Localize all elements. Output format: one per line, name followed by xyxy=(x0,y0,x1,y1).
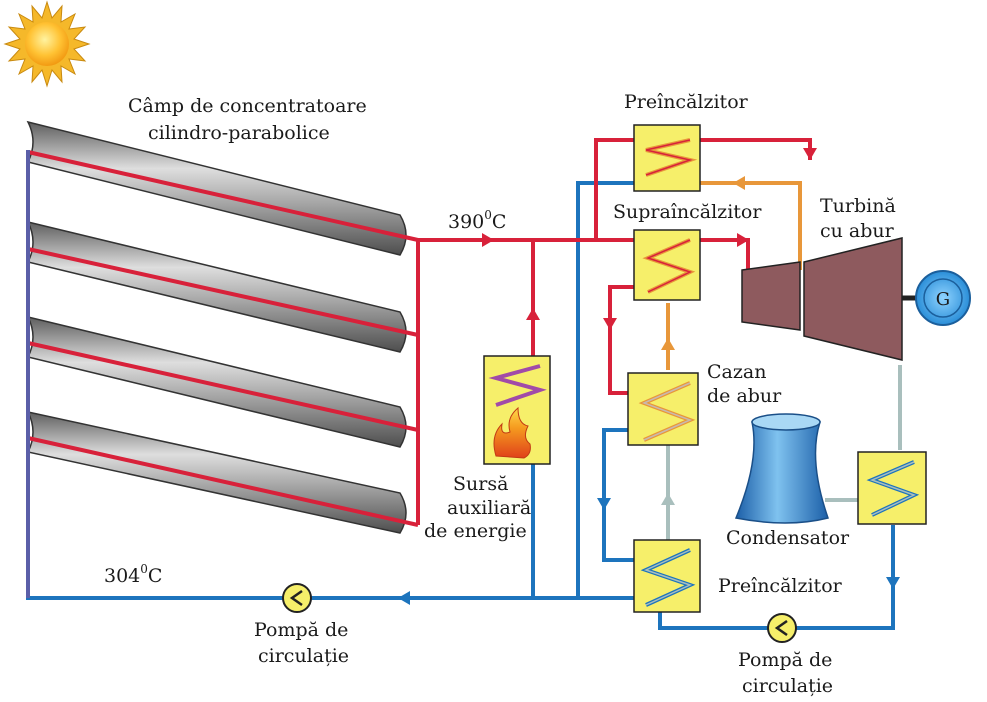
arrow-icon xyxy=(482,233,494,247)
pump-left-label-line1: Pompă de xyxy=(254,619,348,641)
boiler-label-line1: Cazan xyxy=(707,361,766,383)
temp-cold-label: 3040C xyxy=(104,562,162,587)
boiler-label-line2: de abur xyxy=(707,385,782,407)
aux-label-line2: auxiliară xyxy=(447,497,531,519)
field-label-line1: Câmp de concentratoare xyxy=(128,95,367,117)
superheater-label: Supraîncălzitor xyxy=(613,201,762,223)
turbine-label-line1: Turbină xyxy=(820,195,896,217)
arrow-icon xyxy=(661,493,675,505)
arrow-icon xyxy=(803,148,817,160)
hot-oil-loop xyxy=(416,138,750,525)
cooling-tower-icon xyxy=(734,413,829,524)
arrow-icon xyxy=(737,233,749,247)
condenser-exchanger xyxy=(857,451,927,525)
preheater-bottom xyxy=(633,539,701,613)
pump-right-label-line2: circulație xyxy=(742,675,833,697)
steam-boiler xyxy=(627,372,699,446)
pump-right-label-line1: Pompă de xyxy=(738,649,832,671)
pump-icon xyxy=(282,583,312,613)
pump-left-label-line2: circulație xyxy=(258,645,349,667)
arrow-icon xyxy=(733,176,745,190)
receiver-tubes xyxy=(27,150,419,527)
aux-label-line3: de energie xyxy=(424,520,527,542)
collector-trough xyxy=(26,315,407,448)
arrow-icon xyxy=(603,318,617,330)
arrow-icon xyxy=(398,591,410,605)
condensate-lines xyxy=(666,365,902,540)
collector-field xyxy=(26,120,419,534)
generator-icon xyxy=(915,270,971,326)
condenser-label: Condensator xyxy=(726,527,850,549)
collector-trough xyxy=(26,120,407,256)
auxiliary-energy-source xyxy=(483,355,551,465)
collector-trough xyxy=(26,220,407,353)
preheater-bottom-label: Preîncălzitor xyxy=(718,575,843,597)
arrow-icon xyxy=(886,577,900,589)
generator-label: G xyxy=(936,289,950,310)
aux-label-line1: Sursă xyxy=(453,473,508,495)
turbine-label-line2: cu abur xyxy=(820,220,895,242)
preheater-top-outlet xyxy=(700,138,812,160)
sun-icon xyxy=(3,0,91,88)
field-label-line2: cilindro-parabolice xyxy=(148,122,330,144)
arrow-icon xyxy=(526,308,540,320)
pump-icon xyxy=(767,613,797,643)
steam-turbine xyxy=(741,237,918,361)
flow-arrows xyxy=(398,148,900,605)
flame-icon xyxy=(493,406,531,459)
temp-hot-label: 3900C xyxy=(448,208,506,233)
arrow-icon xyxy=(597,498,611,510)
preheater-top-label: Preîncălzitor xyxy=(624,91,749,113)
superheater xyxy=(633,229,701,301)
preheater-top xyxy=(633,124,701,192)
arrow-icon xyxy=(661,338,675,350)
